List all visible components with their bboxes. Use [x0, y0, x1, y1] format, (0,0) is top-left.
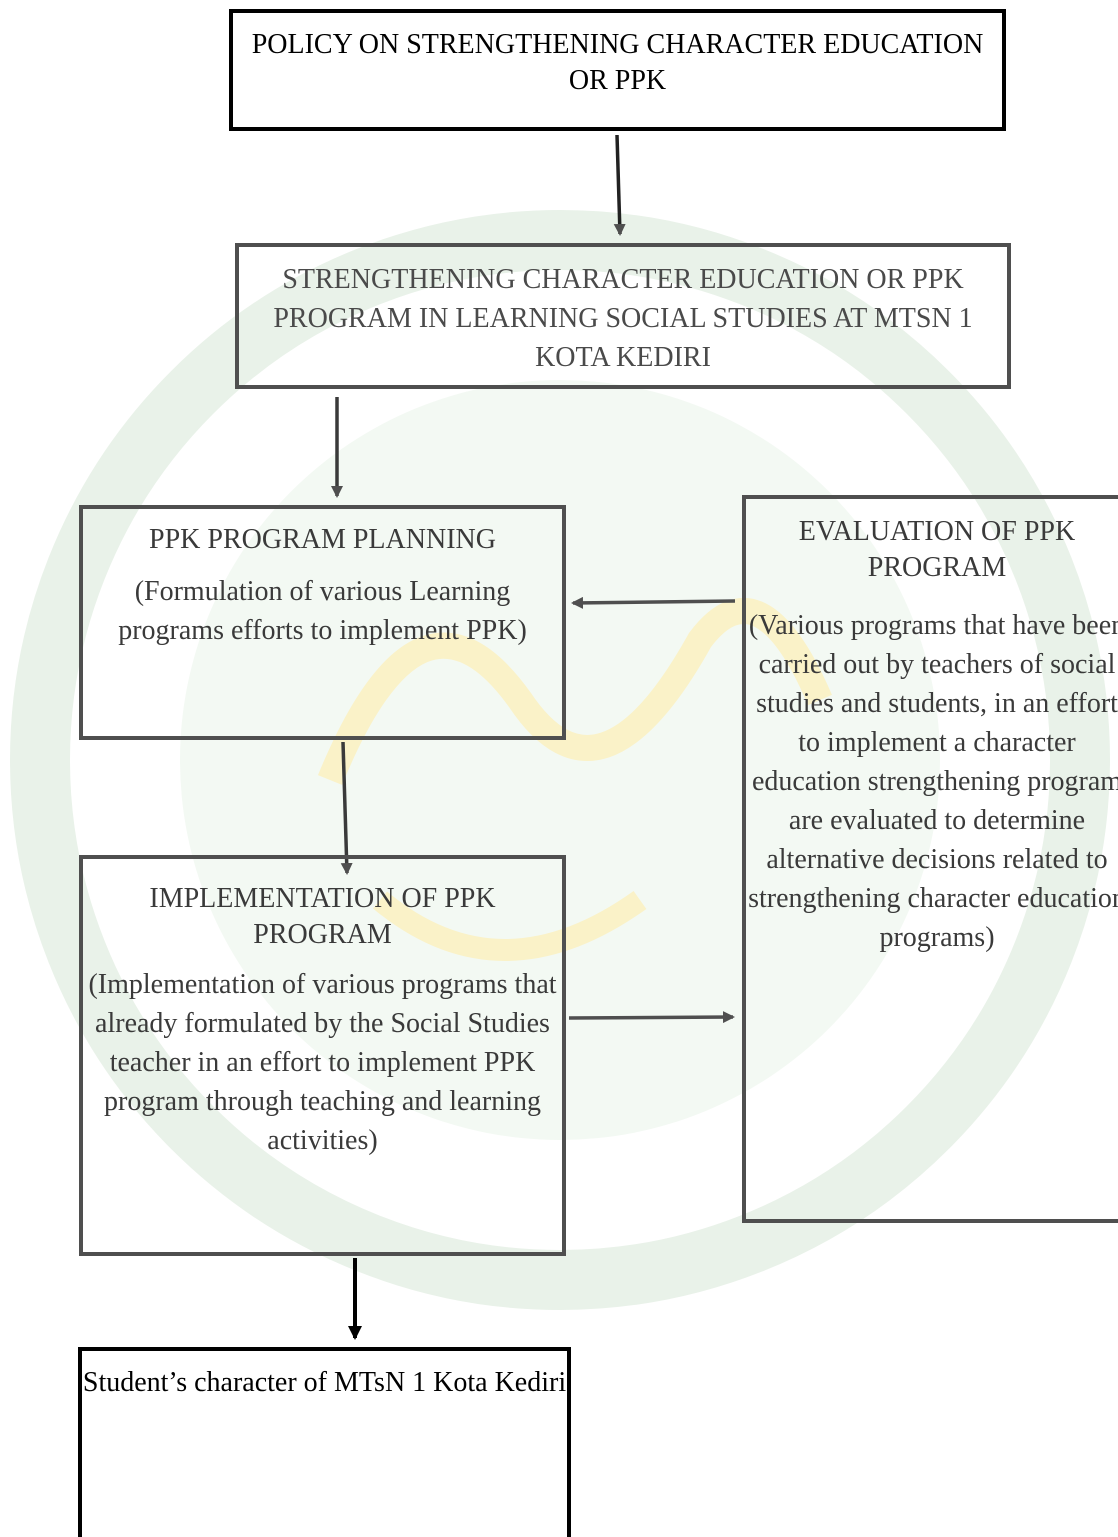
- node-policy: POLICY ON STRENGTHENING CHARACTER EDUCAT…: [229, 9, 1006, 131]
- node-policy-title: POLICY ON STRENGTHENING CHARACTER EDUCAT…: [251, 29, 984, 96]
- edge-evaluation-to-planning: [571, 596, 736, 609]
- edge-implementation-to-evaluation: [568, 1011, 735, 1024]
- node-outcome: Student’s character of MTsN 1 Kota Kedir…: [78, 1347, 571, 1537]
- node-program: STRENGTHENING CHARACTER EDUCATION OR PPK…: [235, 243, 1011, 389]
- edge-policy-to-program: [613, 134, 626, 236]
- node-planning-description: (Formulation of various Learning program…: [118, 576, 527, 646]
- node-implementation-title: IMPLEMENTATION OF PPK PROGRAM: [149, 883, 496, 950]
- node-implementation-description: (Implementation of various programs that…: [88, 969, 557, 1156]
- node-evaluation: EVALUATION OF PPK PROGRAM (Various progr…: [742, 495, 1118, 1223]
- node-planning-title: PPK PROGRAM PLANNING: [149, 524, 496, 555]
- node-evaluation-title: EVALUATION OF PPK PROGRAM: [798, 516, 1076, 583]
- edge-planning-to-implementation: [340, 741, 353, 875]
- node-planning: PPK PROGRAM PLANNING (Formulation of var…: [79, 505, 566, 740]
- node-outcome-title: Student’s character of MTsN 1 Kota Kedir…: [82, 1367, 567, 1398]
- node-program-title: STRENGTHENING CHARACTER EDUCATION OR PPK…: [273, 264, 973, 373]
- node-evaluation-description: (Various programs that have been carried…: [748, 610, 1118, 953]
- node-implementation: IMPLEMENTATION OF PPK PROGRAM (Implement…: [79, 855, 566, 1256]
